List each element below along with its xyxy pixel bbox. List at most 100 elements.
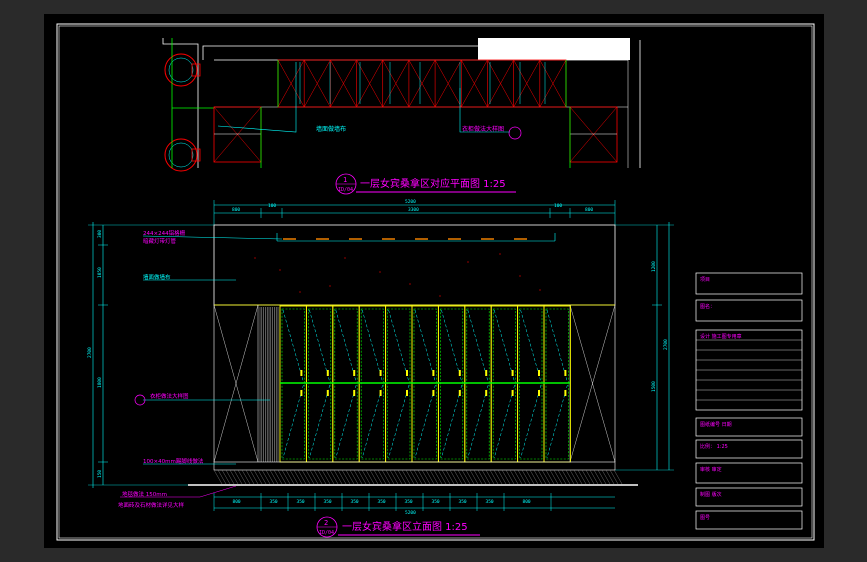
note-leader [120, 485, 237, 498]
dim-bottom-value: 350 [351, 499, 359, 505]
wall-texture-dots [254, 253, 541, 297]
hatch-line [329, 469, 339, 485]
hatch-line [241, 469, 251, 485]
locker-frame [413, 308, 437, 460]
plan-cabinet-right [569, 106, 618, 168]
locker-handle [379, 390, 382, 396]
hatch-line [485, 469, 495, 485]
plan-wall-left [162, 38, 199, 168]
locker-swing [414, 384, 436, 459]
hatch-line [257, 469, 267, 485]
hatch-line [605, 469, 615, 485]
hatch-line [249, 469, 259, 485]
locker-handle [458, 370, 461, 376]
hatch-line [561, 469, 571, 485]
wall-speck [279, 269, 281, 271]
title-block-cell [695, 299, 803, 322]
locker-handle [300, 370, 303, 376]
plan-wall-white-block [478, 38, 630, 60]
dim-top-right: 800 [585, 207, 593, 213]
plan-locker-cross [356, 59, 383, 108]
dim-bottom-value: 800 [523, 499, 531, 505]
hatch-line [377, 469, 387, 485]
locker-handle [379, 370, 382, 376]
locker-frame [466, 308, 490, 460]
hatch-line [261, 469, 271, 485]
hatch-line [369, 469, 379, 485]
title-block-text: 设计 施工图专用章 [700, 333, 742, 340]
locker-frame [308, 308, 332, 460]
dim-bottom-total: 5200 [405, 510, 416, 516]
hatch-line [437, 469, 447, 485]
hatch-line [305, 469, 315, 485]
locker-frame [281, 308, 305, 460]
locker-swing [361, 384, 383, 459]
dim-bottom-value: 350 [270, 499, 278, 505]
locker-handle [432, 390, 435, 396]
toilet-icon [164, 53, 201, 87]
title-block-cell [695, 462, 803, 484]
hatch-line [361, 469, 371, 485]
plan-locker-cross [539, 59, 567, 108]
hatch-line [417, 469, 427, 485]
hatch-line [341, 469, 351, 485]
locker-handle [406, 370, 408, 376]
elevation-title-sheet: ID/04 [319, 530, 334, 536]
locker-handle [511, 390, 514, 396]
hatch-line [553, 469, 563, 485]
hatch-line [285, 469, 295, 485]
hatch-line [573, 469, 583, 485]
title-block-cell [695, 417, 803, 437]
locker-handle [353, 370, 356, 376]
hatch-line [353, 469, 363, 485]
hatch-line [425, 469, 435, 485]
locker-swing [520, 309, 542, 383]
hatch-line [221, 469, 231, 485]
ceiling-light-row [276, 233, 556, 241]
hatch-line [525, 469, 535, 485]
locker-handle [432, 370, 435, 376]
title-block-cell [695, 487, 803, 507]
dim-bottom-value: 350 [297, 499, 305, 505]
dim-top-mid-b: 100 [554, 203, 562, 209]
note-cabinet: 衣柜做法大样图 [150, 392, 189, 400]
hatch-line [233, 469, 243, 485]
hatch-line [529, 469, 539, 485]
hatch-line [349, 469, 359, 485]
plan-wall-outline [202, 45, 478, 60]
hatch-line [281, 469, 291, 485]
hatch-line [585, 469, 595, 485]
dim-right-total: 2700 [663, 339, 669, 350]
floor-hatch [213, 469, 623, 485]
note-top-grille: 244×244铝格栅 [143, 229, 186, 237]
title-block-text: 图纸编号 日期 [700, 421, 732, 428]
locker-handle [406, 390, 408, 396]
wall-speck [439, 295, 441, 297]
hatch-line [321, 469, 331, 485]
hatch-line [433, 469, 443, 485]
locker-swing [282, 384, 304, 459]
hatch-line [297, 469, 307, 485]
hatch-line [393, 469, 403, 485]
note-floor2: 地面砖及石材做法详见大样 [118, 501, 185, 509]
hatch-line [409, 469, 419, 485]
hatch-line [333, 469, 343, 485]
hatch-line [381, 469, 391, 485]
locker-handle [326, 390, 329, 396]
hatch-line [385, 469, 395, 485]
hatch-line [513, 469, 523, 485]
plan-note-wall: 墙面做墙布 [316, 125, 346, 133]
dim-top-mid: 3300 [408, 207, 419, 213]
hatch-line [593, 469, 603, 485]
dim-top-left: 800 [232, 207, 240, 213]
title-block-text: 制图 版次 [700, 491, 722, 498]
hatch-line [289, 469, 299, 485]
hatch-line [421, 469, 431, 485]
plan-title: 一层女宾桑拿区对应平面图 1:25 [360, 177, 506, 190]
dim-bottom-value: 350 [405, 499, 413, 505]
hatch-line [549, 469, 559, 485]
hatch-line [477, 469, 487, 485]
wall-speck [499, 253, 501, 255]
